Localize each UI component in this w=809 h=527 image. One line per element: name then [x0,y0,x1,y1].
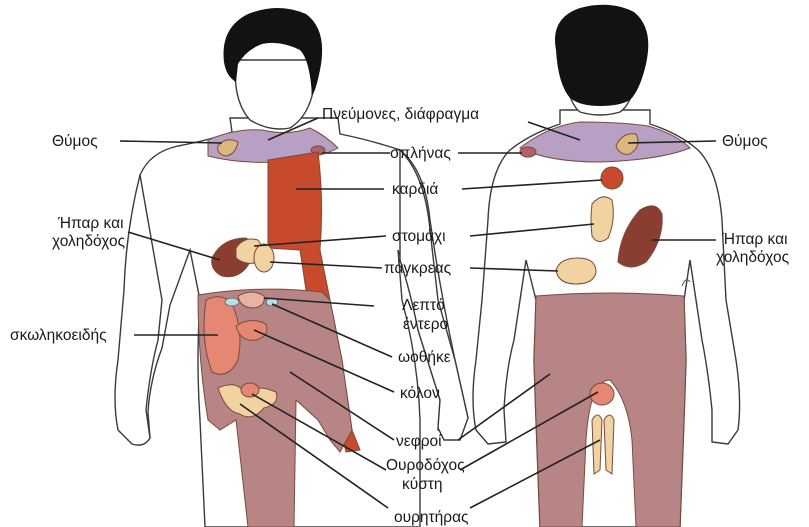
front-ureter-organ [241,383,259,397]
label-bladder-1: Ουροδόχος [386,457,465,474]
label-ureter: ουρητήρας [394,509,469,526]
back-body-figure [473,5,740,527]
label-ovaries: ωοθήκε [398,349,451,366]
label-thymus-left: Θύμος [52,133,98,150]
label-bladder-2: κύστη [402,476,443,493]
label-lungs: Πνεύμονες, διάφραγμα [322,106,479,123]
back-ureter-left [592,415,602,474]
label-appendix: σκωληκοειδής [10,327,107,344]
label-liver-left-2: χοληδόχος [52,233,125,250]
label-heart: καρδιά [392,181,438,198]
front-pancreas-organ [254,244,274,272]
back-ureter-right [604,415,614,474]
back-spleen-spot [520,147,536,157]
label-liver-right-1: Ήπαρ και [721,231,788,248]
back-hair [555,5,648,106]
back-pancreas-organ [556,258,596,284]
label-liver-left-1: Ήπαρ και [57,215,124,232]
label-pancreas: πάγκρεας [384,260,451,277]
label-small-intestine-2: έντερο [403,316,448,333]
label-stomach: στομάχι [392,228,446,245]
back-heart-organ [601,167,623,189]
label-small-intestine-1: Λεπτό [402,297,445,314]
label-spleen: σπλήνας [390,145,451,162]
label-colon: κόλον [400,385,440,402]
label-thymus-right: Θύμος [722,133,768,150]
label-kidneys: νεφροί [396,433,442,450]
front-ovary-left [225,298,239,306]
label-liver-right-2: χοληδόχος [716,249,789,266]
